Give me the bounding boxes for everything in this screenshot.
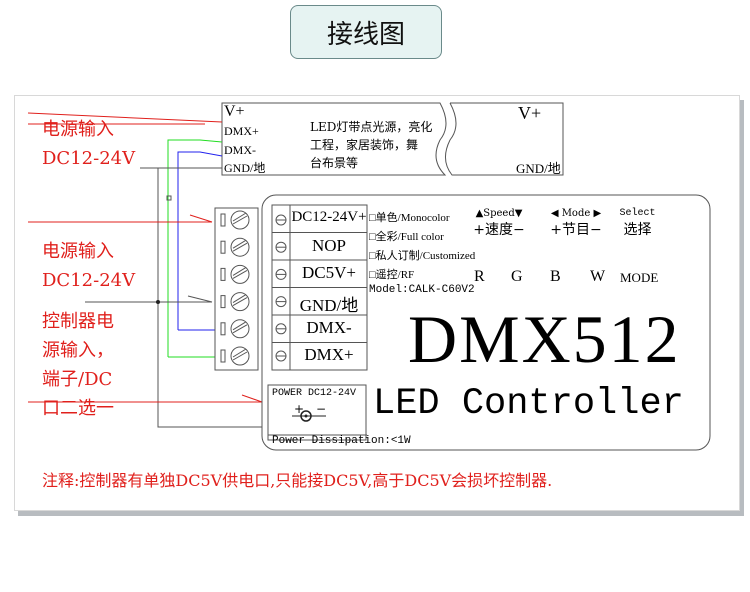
- power-box: [267, 384, 367, 441]
- speed-control: ▲Speed▼ +速度−: [469, 208, 529, 239]
- terminal-block: [214, 207, 259, 371]
- terminal-screw-icon: [220, 210, 250, 230]
- terminal-row: [272, 232, 367, 253]
- label-line: 电源输入: [42, 241, 114, 262]
- terminal-label: DC12-24V+: [291, 209, 367, 225]
- button-w: W: [590, 268, 606, 285]
- brand-dmx512: DMX512: [408, 301, 681, 377]
- power-input-label-2: 电源输入 DC12-24V: [42, 237, 135, 295]
- terminal-screw-icon: [220, 264, 250, 284]
- label-line: DC12-24V: [42, 148, 136, 169]
- label-line: DC12-24V: [42, 270, 136, 291]
- mode-control: ◀ Mode ▶ +节目−: [546, 208, 606, 239]
- controller-box: [261, 194, 711, 451]
- brand-subtitle: LED Controller: [373, 383, 684, 425]
- pin-dmx-plus: DMX+: [224, 124, 259, 138]
- mode-label: ◀ Mode ▶: [550, 208, 602, 219]
- terminal-screw-icon: [220, 237, 250, 257]
- option-customized: □私人订制/Customized: [369, 250, 476, 262]
- terminal-row: [272, 342, 367, 362]
- option-rf: □遥控/RF: [369, 269, 415, 281]
- terminal-row: [275, 214, 287, 226]
- wire-dmx-minus: [177, 151, 223, 330]
- label-line: 电源输入: [42, 119, 114, 140]
- desc-line: LED灯带点光源，亮化: [310, 120, 433, 134]
- mode-cn: +节目−: [550, 222, 602, 238]
- controller-power-label: 控制器电 源输入， 端子/DC 口二选一: [42, 307, 114, 423]
- select-label: Select: [619, 208, 656, 219]
- led-strip-right: [445, 102, 564, 176]
- speed-cn: +速度−: [473, 222, 525, 238]
- wire-vplus: [27, 112, 223, 123]
- terminal-label: DMX-: [306, 317, 352, 337]
- label-line: 口二选一: [42, 398, 114, 419]
- option-monocolor: □单色/Monocolor: [369, 212, 450, 224]
- pin-gnd: GND/地: [224, 161, 266, 175]
- label-line: 控制器电: [42, 311, 114, 332]
- select-cn: 选择: [623, 222, 652, 238]
- button-mode: MODE: [620, 270, 659, 285]
- power-box-label: POWER DC12-24V: [272, 388, 357, 399]
- note: 注释:控制器有单独DC5V供电口,只能接DC5V,高于DC5V会损坏控制器.: [42, 471, 553, 490]
- terminal-row: [272, 314, 367, 335]
- terminal-label: NOP: [311, 236, 346, 256]
- led-strip-description: LED灯带点光源，亮化 工程，家居装饰，舞 台布景等: [310, 118, 432, 172]
- power-dissipation: Power Dissipation:<1W: [272, 435, 411, 447]
- title: 接线图: [326, 19, 405, 50]
- label-line: 源输入，: [42, 340, 114, 361]
- button-g: G: [511, 268, 523, 285]
- right-gnd: GND/地: [516, 161, 561, 176]
- speed-label: ▲Speed▼: [475, 208, 523, 219]
- desc-line: 台布景等: [310, 156, 359, 170]
- terminal-row: [272, 259, 367, 280]
- label-line: 端子/DC: [42, 369, 113, 390]
- pin-dmx-minus: DMX-: [224, 143, 256, 157]
- select-control: Select 选择: [610, 208, 665, 239]
- options-list: □单色/Monocolor □全彩/Full color □私人订制/Custo…: [369, 209, 475, 285]
- terminal-label: GND/地: [299, 295, 359, 315]
- terminal-screw-icon: [220, 319, 250, 339]
- terminal-screw-icon: [220, 292, 250, 312]
- title-box: 接线图: [290, 5, 442, 59]
- model-label: Model:CALK-C60V2: [369, 284, 475, 296]
- right-vplus: V+: [518, 103, 542, 123]
- desc-line: 工程，家居装饰，舞: [310, 138, 419, 152]
- terminal-screw-icon: [220, 346, 250, 366]
- option-full-color: □全彩/Full color: [369, 231, 444, 243]
- power-input-label-1: 电源输入 DC12-24V: [42, 115, 135, 173]
- wire-dmx-plus: [167, 139, 223, 357]
- pin-vplus: V+: [224, 103, 245, 120]
- terminal-label: DMX+: [304, 345, 354, 364]
- plus-sign: +: [294, 402, 305, 416]
- button-r: R: [474, 268, 485, 285]
- minus-sign: −: [316, 402, 327, 416]
- terminal-label: DC5V+: [302, 263, 356, 283]
- led-strip-left: [221, 102, 447, 176]
- terminal-row: [272, 287, 367, 308]
- button-b: B: [550, 268, 561, 285]
